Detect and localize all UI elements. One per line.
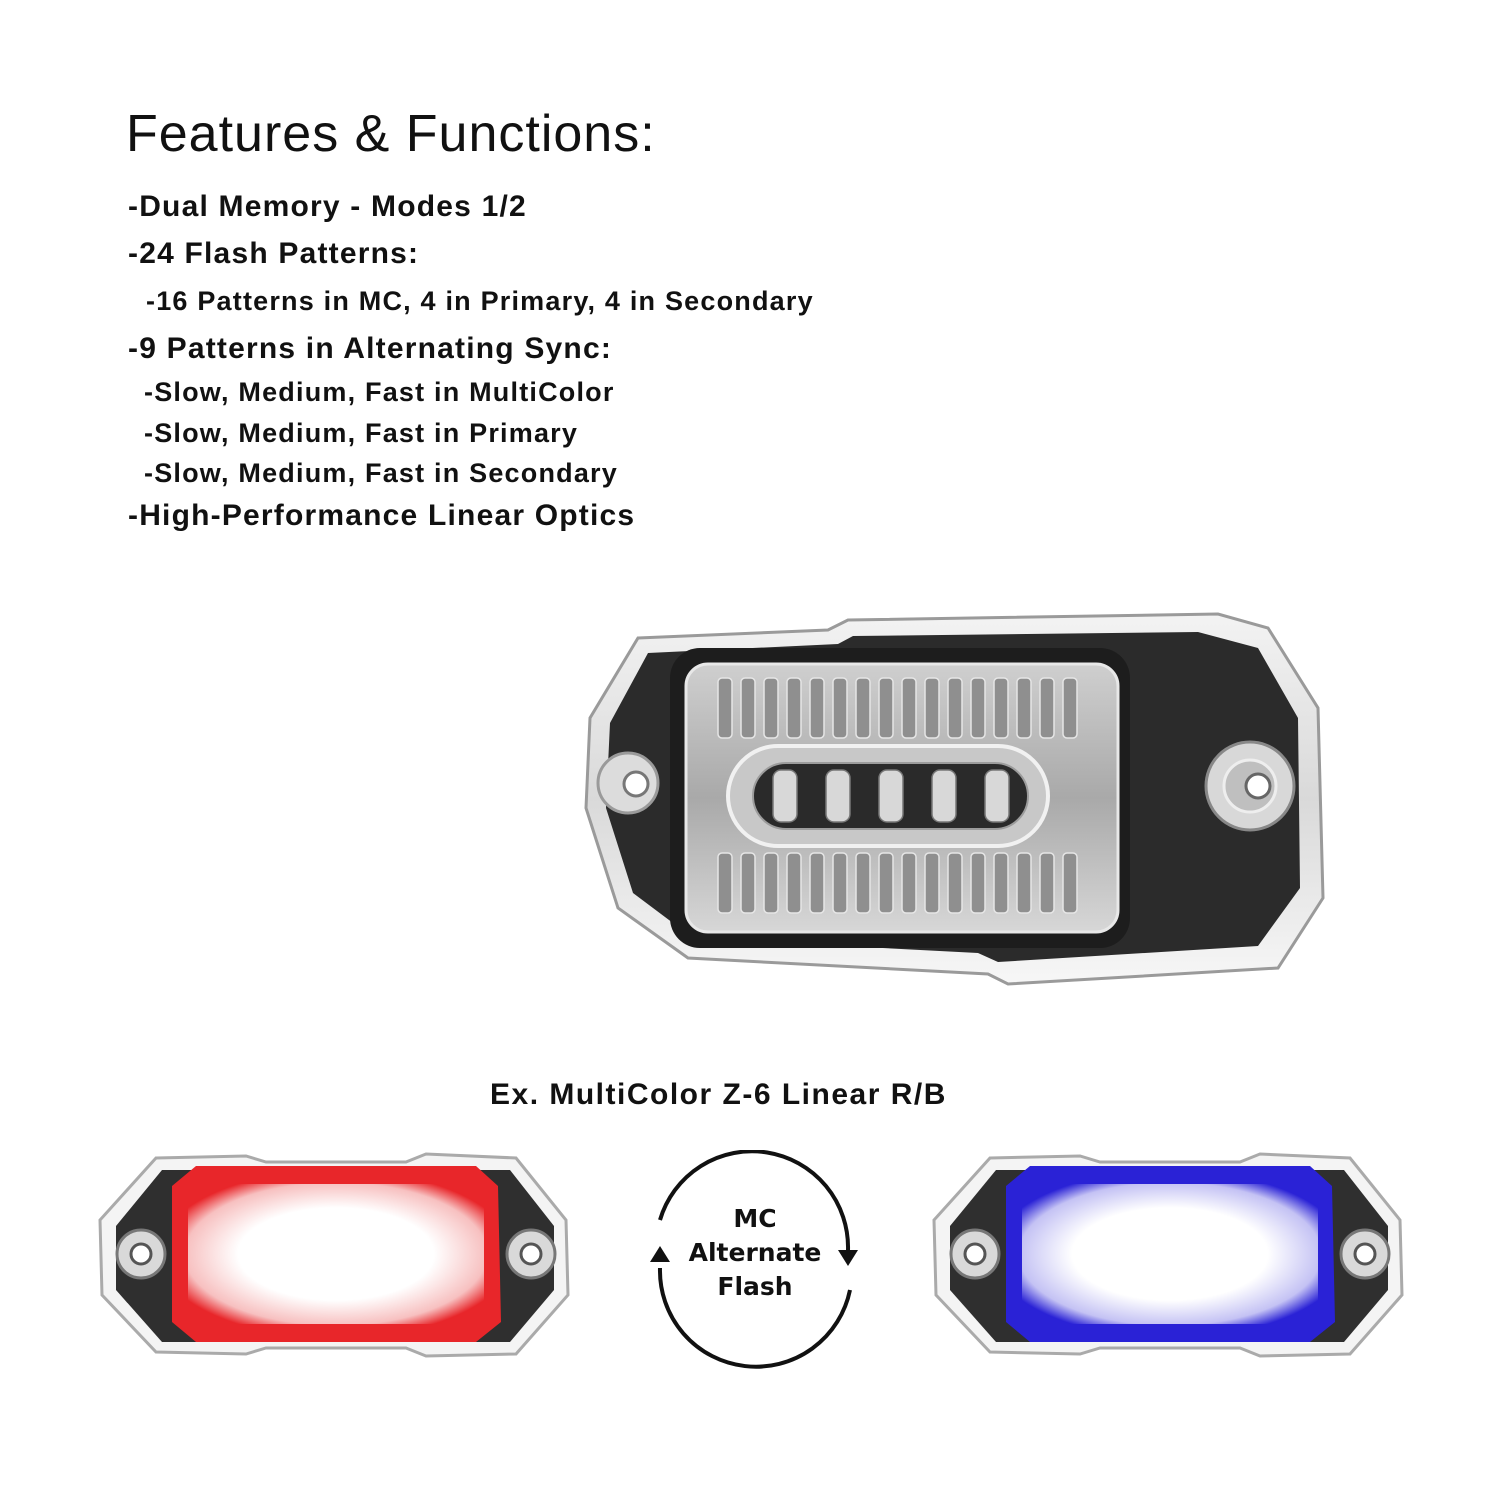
page-title: Features & Functions: [126, 105, 656, 163]
alternate-flash-cycle: MC Alternate Flash [640, 1150, 870, 1370]
cycle-line-flash: Flash [717, 1272, 793, 1301]
cycle-arrows-icon [650, 1150, 858, 1369]
feature-alternating-sync: -9 Patterns in Alternating Sync: [128, 332, 613, 365]
feature-dual-memory: -Dual Memory - Modes 1/2 [128, 190, 527, 223]
feature-pattern-breakdown: -16 Patterns in MC, 4 in Primary, 4 in S… [146, 286, 814, 316]
light-product-image [584, 612, 1325, 986]
example-label: Ex. MultiColor Z-6 Linear R/B [490, 1078, 947, 1111]
feature-flash-patterns: -24 Flash Patterns: [128, 237, 420, 270]
cycle-line-alternate: Alternate [688, 1238, 822, 1267]
feature-linear-optics: -High-Performance Linear Optics [128, 499, 636, 532]
cycle-line-mc: MC [733, 1204, 777, 1233]
red-light-image [98, 1152, 570, 1358]
feature-sync-secondary: -Slow, Medium, Fast in Secondary [144, 458, 618, 488]
feature-sync-multicolor: -Slow, Medium, Fast in MultiColor [144, 377, 615, 407]
blue-light-image [932, 1152, 1404, 1358]
feature-sync-primary: -Slow, Medium, Fast in Primary [144, 418, 579, 448]
